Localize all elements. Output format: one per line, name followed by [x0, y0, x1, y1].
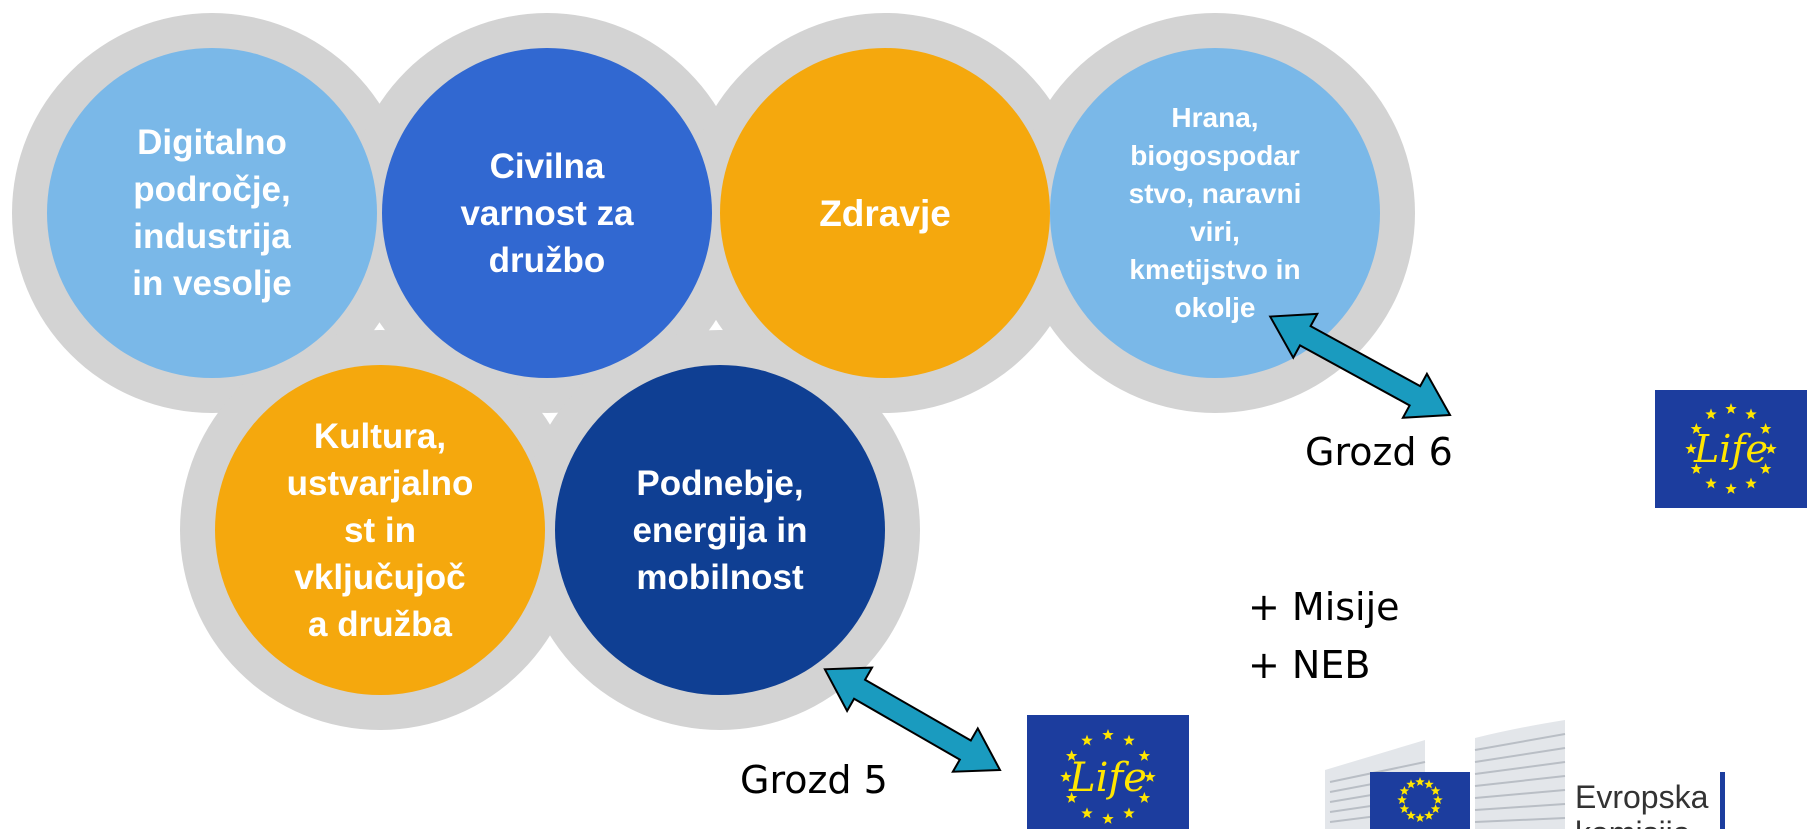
star-icon: [1685, 443, 1697, 454]
star-icon: [1424, 810, 1434, 820]
star-icon: [1705, 477, 1717, 489]
star-icon: [1102, 729, 1114, 740]
star-icon: [1102, 813, 1114, 824]
life-logo-graphic: Life: [1060, 729, 1156, 824]
star-icon: [1415, 813, 1425, 823]
cluster-health-label: Zdravje: [819, 192, 951, 234]
ec-building-graphic: Evropska komisija: [1325, 720, 1725, 834]
star-icon: [1424, 779, 1434, 789]
star-icon: [1725, 483, 1737, 494]
star-icon: [1065, 750, 1078, 761]
star-icon: [1759, 463, 1772, 474]
cluster-climate: Podnebje, energija in mobilnost: [555, 365, 885, 695]
star-icon: [1430, 804, 1441, 814]
star-icon: [1397, 795, 1407, 805]
star-icon: [1081, 807, 1093, 819]
star-icon: [1399, 786, 1410, 796]
star-icon: [1406, 779, 1416, 789]
grozd5-label: Grozd 5: [740, 758, 888, 802]
star-icon: [1123, 807, 1135, 819]
cluster-culture: Kultura, ustvarjalno st in vključujoč a …: [215, 365, 545, 695]
star-icon: [1138, 792, 1151, 803]
star-icon: [1433, 795, 1443, 805]
star-icon: [1406, 810, 1416, 820]
ec-logo-line2: komisija: [1575, 815, 1691, 829]
ec-logo: Evropska komisija: [1315, 720, 1725, 834]
life-logo-graphic: Life: [1685, 403, 1777, 494]
star-icon: [1123, 734, 1135, 746]
star-icon: [1144, 771, 1156, 782]
cluster-climate-label: Podnebje, energija in mobilnost: [632, 463, 808, 597]
ec-logo-line1: Evropska: [1575, 779, 1709, 815]
misije-text: + Misije: [1248, 585, 1400, 629]
life-logo-grozd6: Life: [1655, 390, 1807, 508]
star-icon: [1065, 792, 1078, 803]
cluster-culture-label: Kultura, ustvarjalno st in vključujoč a …: [286, 416, 474, 644]
star-icon: [1765, 443, 1777, 454]
star-icon: [1060, 771, 1072, 782]
cluster-digital-label: Digitalno področje, industrija in vesolj…: [132, 123, 292, 303]
cluster-food-label: Hrana, biogospodar stvo, naravni viri, k…: [1128, 102, 1302, 323]
life-logo-text: Life: [1693, 427, 1768, 471]
star-icon: [1415, 777, 1425, 787]
cluster-civil-security-label: Civilna varnost za družbo: [460, 146, 634, 280]
star-icon: [1690, 423, 1703, 434]
arrow-grozd5: [823, 666, 1002, 773]
life-logo-text: Life: [1068, 755, 1147, 801]
grozd6-label: Grozd 6: [1305, 430, 1453, 474]
star-icon: [1745, 477, 1757, 489]
cluster-digital: Digitalno področje, industrija in vesolj…: [47, 48, 377, 378]
star-icon: [1690, 463, 1703, 474]
life-logo-grozd5: Life: [1027, 715, 1189, 829]
star-icon: [1138, 750, 1151, 761]
star-icon: [1081, 734, 1093, 746]
star-icon: [1399, 804, 1410, 814]
star-icon: [1725, 403, 1737, 414]
cluster-food: Hrana, biogospodar stvo, naravni viri, k…: [1050, 48, 1380, 378]
cluster-health: Zdravje: [720, 48, 1050, 378]
neb-text: + NEB: [1248, 643, 1371, 687]
star-icon: [1759, 423, 1772, 434]
star-icon: [1745, 408, 1757, 420]
star-icon: [1705, 408, 1717, 420]
star-icon: [1430, 786, 1441, 796]
extras-block: + Misije + NEB: [1248, 578, 1400, 694]
arrow-grozd6: [1268, 312, 1452, 419]
cluster-civil-security: Civilna varnost za družbo: [382, 48, 712, 378]
